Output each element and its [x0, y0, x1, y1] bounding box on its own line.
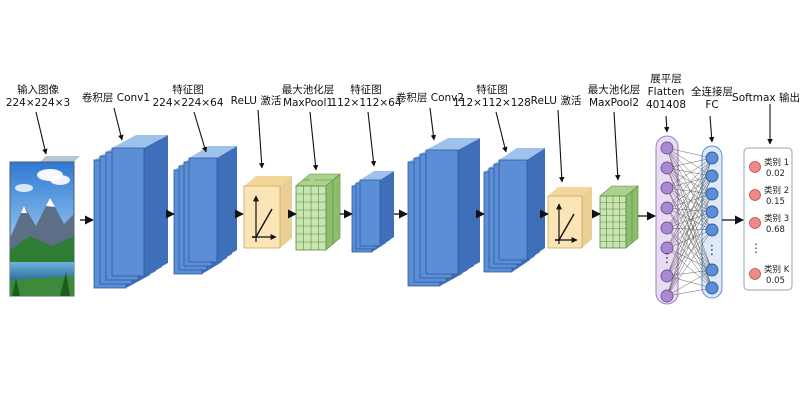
fc-neuron	[705, 223, 719, 237]
dense-connection-line	[666, 175, 713, 249]
conv1-block	[93, 135, 168, 289]
dense-connection-line	[666, 275, 713, 289]
dense-connection-line	[666, 193, 713, 229]
flatten-neuron	[660, 181, 674, 195]
dense-connection-line	[666, 227, 713, 289]
input-image	[9, 156, 80, 297]
class-prob: 0.02	[766, 169, 785, 179]
fc-neuron	[705, 169, 719, 183]
feature-map-1-block	[173, 146, 237, 275]
dense-connection-line	[666, 227, 713, 231]
class-label: 类别 2	[764, 185, 789, 196]
grid-icon	[296, 179, 334, 250]
dense-connection-line	[666, 147, 713, 231]
class-prob: 0.05	[766, 276, 785, 286]
dense-connections	[666, 147, 713, 297]
dense-connection-line	[666, 229, 713, 249]
relu2-block	[547, 187, 592, 249]
dense-connection-line	[666, 147, 713, 159]
class-prob: 0.15	[766, 197, 785, 207]
softmax-output-box	[743, 147, 793, 291]
dense-connection-line	[666, 147, 713, 177]
dense-connection-line	[666, 227, 713, 271]
dense-connection-line	[666, 167, 713, 195]
dense-connection-line	[666, 193, 713, 249]
flatten-nodes	[660, 141, 674, 303]
fc-neuron	[705, 205, 719, 219]
dense-connection-line	[666, 247, 713, 289]
dense-connection-line	[666, 157, 713, 249]
fc-neuron	[705, 281, 719, 295]
dense-connection-line	[666, 211, 713, 249]
dense-connection-line	[666, 187, 713, 289]
class-label: 类别 1	[764, 157, 789, 168]
dense-connection-line	[666, 147, 713, 213]
dense-connection-line	[666, 211, 713, 229]
flatten-neuron	[660, 269, 674, 283]
output-class-2: 类别 2 0.15	[749, 185, 789, 207]
dense-connection-line	[666, 157, 713, 169]
class-label: 类别 K	[764, 264, 790, 275]
dense-connection-line	[666, 157, 713, 229]
dense-connection-line	[666, 193, 713, 297]
flow-arrows	[80, 209, 744, 225]
flatten-neuron	[660, 289, 674, 303]
dense-connection-line	[666, 147, 713, 195]
output-ellipsis: ⋮	[750, 241, 762, 255]
dense-connection-line	[666, 175, 713, 297]
class-prob: 0.68	[766, 225, 785, 235]
class-label: 类别 3	[764, 213, 789, 224]
conv2-block	[407, 138, 480, 287]
feature-map-2-block	[351, 171, 394, 253]
dense-connection-line	[666, 167, 713, 231]
dense-connection-line	[666, 247, 713, 271]
output-class-k: 类别 K 0.05	[749, 264, 790, 286]
relu-graph-icon	[555, 203, 578, 244]
flatten-neuron	[660, 201, 674, 215]
output-class-3: 类别 3 0.68	[749, 213, 789, 235]
dense-connection-line	[666, 157, 713, 209]
flatten-neuron	[660, 241, 674, 255]
dense-connection-line	[666, 229, 713, 297]
dense-connection-line	[666, 175, 713, 229]
fc-ellipsis: ⋮	[706, 243, 719, 258]
dense-connection-line	[666, 211, 713, 297]
maxpool2-block	[599, 185, 639, 249]
dense-connection-line	[666, 207, 713, 289]
flatten-neuron	[660, 221, 674, 235]
dense-connection-line	[666, 193, 713, 277]
dense-connection-line	[666, 229, 713, 277]
dense-connection-line	[666, 157, 713, 189]
dense-connection-line	[666, 167, 713, 289]
fc-nodes	[705, 151, 719, 295]
flatten-neuron	[660, 161, 674, 175]
dense-connection-line	[666, 147, 713, 289]
dense-connection-line	[666, 269, 713, 297]
dense-connection-line	[666, 157, 713, 297]
dense-connection-line	[666, 167, 713, 213]
fc-neuron	[705, 187, 719, 201]
dense-connection-line	[666, 269, 713, 277]
maxpool1-block	[295, 173, 341, 251]
dense-connection-line	[666, 167, 713, 177]
flatten-neuron	[660, 141, 674, 155]
grid-icon	[600, 191, 633, 248]
flatten-ellipsis: ⋮	[661, 251, 674, 266]
dense-connection-line	[666, 157, 713, 277]
relu-graph-icon	[252, 195, 277, 242]
label-pointers	[35, 104, 773, 183]
fc-neuron	[705, 151, 719, 165]
dense-connection-line	[666, 211, 713, 277]
fc-neuron	[705, 263, 719, 277]
dense-connection-line	[666, 287, 713, 297]
relu1-block	[243, 176, 292, 249]
feature-map-3-block	[483, 148, 545, 273]
output-class-1: 类别 1 0.02	[749, 157, 789, 179]
dense-connection-line	[666, 175, 713, 277]
